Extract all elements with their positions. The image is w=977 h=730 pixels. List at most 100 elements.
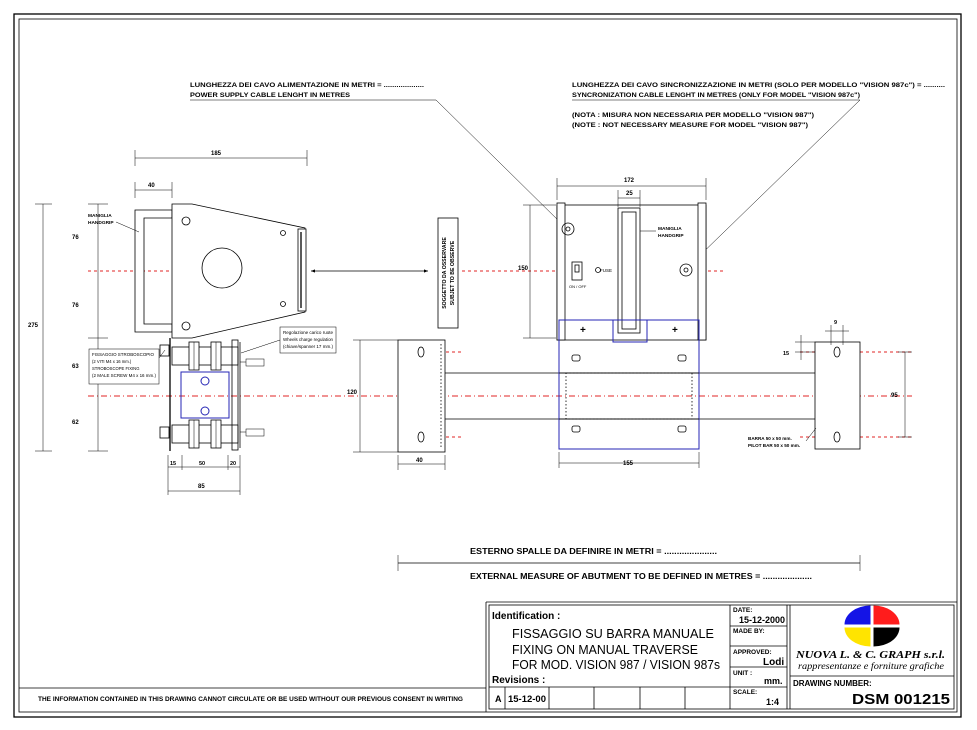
abutment-note-it: ESTERNO SPALLE DA DEFINIRE IN METRI = ..…	[470, 547, 717, 556]
sync-cable-leader	[688, 99, 861, 267]
drawing-title-line: FOR MOD. VISION 987 / VISION 987s	[512, 658, 720, 672]
unit-value: mm.	[764, 676, 783, 686]
drawing-number-label: DRAWING NUMBER:	[793, 679, 872, 688]
front-handle-label-it: MANIGLIA	[658, 226, 682, 232]
revisions-label: Revisions :	[492, 675, 545, 686]
dim-155: 155	[623, 461, 634, 467]
date-label: DATE:	[733, 607, 752, 614]
power-cable-leader	[435, 99, 564, 226]
bar-end-left: 120 40	[347, 339, 446, 470]
dim-25: 25	[626, 191, 633, 197]
hole-icon	[181, 216, 191, 226]
dim-185: 185	[211, 151, 222, 157]
hole-icon	[280, 230, 286, 236]
stroboscope-fixing-line: STROBOSCOPE FIXING	[92, 366, 139, 371]
fuse-label: FUSE	[600, 268, 612, 273]
dim-9: 9	[834, 320, 837, 326]
inner-frame	[18, 18, 958, 713]
abutment-note-en: EXTERNAL MEASURE OF ABUTMENT TO BE DEFIN…	[470, 572, 812, 581]
switch-icon	[571, 261, 583, 281]
nut-tag	[245, 428, 265, 437]
wheel-regulation-line: Wheels charge regulation	[283, 337, 334, 342]
strobe-circle	[201, 247, 243, 289]
wheel-regulation-line: Regolazione carico ruote	[283, 330, 334, 335]
plus-icon: +	[580, 325, 586, 336]
date-value: 15-12-2000	[739, 615, 785, 625]
hole-icon	[417, 346, 425, 358]
screw-icon	[159, 426, 170, 439]
side-handle-label-it: MANIGLIA	[88, 213, 112, 219]
slot-icon	[677, 425, 687, 433]
dim-275: 275	[28, 323, 39, 329]
sync-cable-note-en: SYNCRONIZATION CABLE LENGHT IN METRES (O…	[572, 93, 860, 99]
traverse-bracket: + +	[558, 319, 700, 450]
made-by-label: MADE BY:	[733, 628, 765, 635]
company-logo-icon	[844, 605, 900, 647]
dim-62: 62	[72, 420, 79, 426]
hole-icon	[181, 321, 191, 331]
sync-cable-note-it: LUNGHEZZA DEI CAVO SINCRONIZZAZIONE IN M…	[572, 83, 945, 89]
subject-label-it: SOGGETTO DA OSSERVARE	[442, 237, 448, 309]
front-handle-label-en: HANDGRIP	[658, 233, 684, 239]
camera-plate	[171, 203, 306, 339]
company-tagline: rappresentanze e forniture grafiche	[798, 661, 944, 671]
confidentiality-footer: THE INFORMATION CONTAINED IN THIS DRAWIN…	[38, 697, 463, 703]
power-connector-icon	[679, 263, 693, 277]
stroboscope-fixing-box	[88, 348, 160, 385]
nut-tag	[245, 358, 265, 367]
drawing-title-line: FIXING ON MANUAL TRAVERSE	[512, 643, 698, 657]
side-view: 185 40 MANIGLIA HANDGRIP 275 76 76 63 62	[28, 150, 337, 495]
dim-15-bottom: 15	[170, 461, 176, 467]
approved-value: Lodi	[763, 657, 784, 668]
pilot-bar-label-it: BARRA 50 x 50 mm.	[748, 436, 792, 441]
dim-76-lower: 76	[72, 303, 79, 309]
subject-label-en: SUBJET TO BE OBSERVE	[450, 240, 456, 305]
bar-end-right: 9 15 95 BARRA 50 x 50 mm. PILOT BAR 50 x…	[748, 320, 912, 450]
dim-85: 85	[198, 484, 205, 490]
dim-50: 50	[199, 461, 205, 467]
dim-40-bar: 40	[416, 458, 423, 464]
pilot-bar-label-en: PILOT BAR 50 x 50 mm.	[748, 443, 800, 448]
wheel-regulation-line: (chiave/spanner 17 mm.)	[283, 344, 334, 349]
side-handle-label-en: HANDGRIP	[88, 220, 114, 226]
power-cable-note-en: POWER SUPPLY CABLE LENGHT IN METRES	[190, 93, 350, 99]
revision-date: 15-12-00	[508, 694, 546, 704]
power-cable-note-it: LUNGHEZZA DEI CAVO ALIMENTAZIONE IN METR…	[190, 83, 424, 89]
company-name: NUOVA L. & C. GRAPH s.r.l.	[795, 650, 945, 661]
dim-40-handle: 40	[148, 183, 155, 189]
lens-strip	[297, 228, 307, 312]
dim-150: 150	[518, 266, 529, 272]
switch-label: ON / OFF	[569, 284, 587, 289]
dim-76-upper: 76	[72, 235, 79, 241]
plus-icon: +	[672, 325, 678, 336]
dim-120: 120	[347, 390, 358, 396]
hole-icon	[833, 346, 841, 358]
nota-it: (NOTA : MISURA NON NECESSARIA PER MODELL…	[572, 113, 814, 119]
slot-icon	[571, 425, 581, 433]
dim-63: 63	[72, 364, 79, 370]
stroboscope-fixing-line: FISSAGGIO STROBOSCOPIO	[92, 352, 155, 357]
slot-icon	[677, 354, 687, 362]
wheel-assembly	[159, 338, 265, 451]
approved-label: APPROVED:	[733, 649, 772, 656]
title-block: Identification : FISSAGGIO SU BARRA MANU…	[485, 601, 957, 712]
identification-label: Identification :	[492, 611, 560, 622]
abutment-measure: ESTERNO SPALLE DA DEFINIRE IN METRI = ..…	[397, 547, 861, 581]
stroboscope-fixing-line: (2 MALE SCREW M4 x 16 mm.)	[92, 373, 157, 378]
unit-label: UNIT :	[733, 670, 752, 677]
subject-to-observe: SOGGETTO DA OSSERVARE SUBJET TO BE OBSER…	[311, 217, 459, 329]
hole-icon	[833, 431, 841, 443]
dim-172: 172	[624, 178, 635, 184]
sync-connector-icon	[561, 222, 575, 236]
slot-icon	[571, 354, 581, 362]
drawing-number: DSM 001215	[852, 691, 950, 708]
dim-20: 20	[230, 461, 236, 467]
front-handle	[617, 207, 641, 334]
front-view: ON / OFF FUSE MANIGLIA HANDGRIP 172 25 1…	[518, 178, 707, 468]
scale-value: 1:4	[766, 697, 779, 707]
dim-95: 95	[891, 393, 898, 399]
wheel-carrier	[180, 371, 230, 419]
revision-letter: A	[495, 694, 502, 704]
drawing-title-line: FISSAGGIO SU BARRA MANUALE	[512, 627, 714, 641]
